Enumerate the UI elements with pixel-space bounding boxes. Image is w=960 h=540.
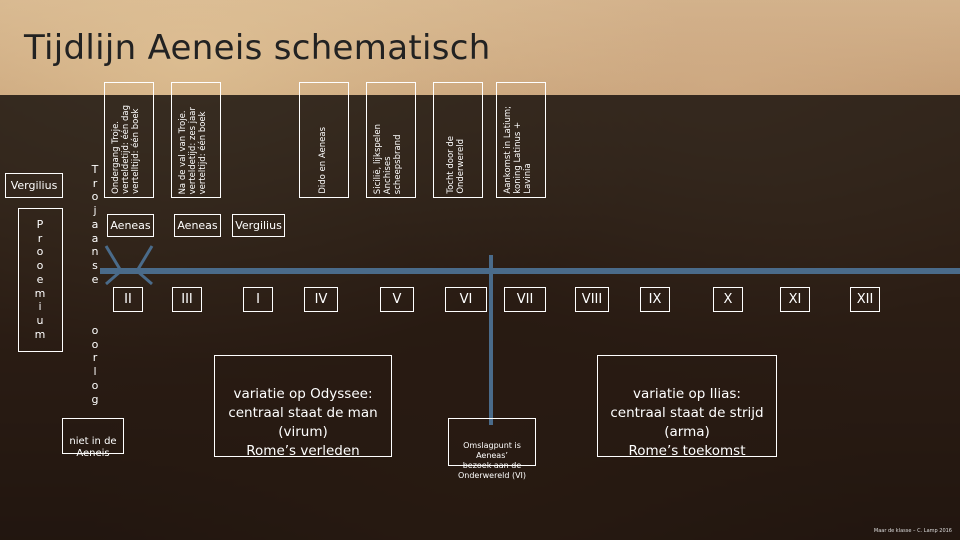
box-na-de-val: Na de val van Troje. verteldetijd: zes j… <box>171 82 221 198</box>
box-na-de-val-text: Na de val van Troje. verteldetijd: zes j… <box>178 107 208 194</box>
trojaanse-letter: j <box>89 204 101 218</box>
book-box: X <box>713 287 743 312</box>
book-box: VII <box>504 287 546 312</box>
oorlog-letter: o <box>89 379 101 393</box>
note-odyssee-text: variatie op Odyssee: centraal staat de m… <box>228 386 377 459</box>
book-box: IX <box>640 287 670 312</box>
box-sicilie-text: Sicilië, lijkspelen Anchises scheepsbran… <box>373 124 403 194</box>
box-dido-text: Dido en Aeneas <box>318 127 328 194</box>
footer-credit: Maar de klasse – C. Lamp 2016 <box>874 528 952 534</box>
book-box: V <box>380 287 414 312</box>
note-ilias: variatie op Ilias: centraal staat de str… <box>597 355 777 457</box>
prooemium-letter: o <box>34 259 46 273</box>
note-omslagpunt-text: Omslagpunt is Aeneas’ bezoek aan de Onde… <box>458 441 526 480</box>
narrator-aeneas-1-label: Aeneas <box>110 219 150 232</box>
vergilius-label: Vergilius <box>11 179 58 192</box>
prooemium-letter: r <box>34 232 46 246</box>
trojaanse-letter: o <box>89 190 101 204</box>
book-box: I <box>243 287 273 312</box>
trojaanse-letter: a <box>89 232 101 246</box>
book-box: XII <box>850 287 880 312</box>
narrator-vergilius: Vergilius <box>232 214 285 237</box>
note-omslagpunt: Omslagpunt is Aeneas’ bezoek aan de Onde… <box>448 418 536 466</box>
book-box: VI <box>445 287 487 312</box>
book-box: IV <box>304 287 338 312</box>
book-box: II <box>113 287 143 312</box>
niet-in-de-aeneis-label: niet in de Aeneis <box>69 436 116 459</box>
trojaanse-letter: a <box>89 218 101 232</box>
trojaanse-letter: n <box>89 245 101 259</box>
box-ondergang-troje: Ondergang Troje. verteldetijd: één dag v… <box>104 82 154 198</box>
note-odyssee: variatie op Odyssee: centraal staat de m… <box>214 355 392 457</box>
trojaanse-letter: s <box>89 259 101 273</box>
box-sicilie: Sicilië, lijkspelen Anchises scheepsbran… <box>366 82 416 198</box>
prooemium-letter: m <box>34 328 46 342</box>
box-latium-text: Aankomst in Latium; koning Latinus + Lav… <box>503 106 533 194</box>
prooemium-letter: m <box>34 287 46 301</box>
prooemium-letter: e <box>34 273 46 287</box>
page-title: Tijdlijn Aeneis schematisch <box>24 28 491 68</box>
prooemium-letter: i <box>34 300 46 314</box>
narrator-aeneas-1: Aeneas <box>107 214 154 237</box>
note-ilias-text: variatie op Ilias: centraal staat de str… <box>610 386 763 459</box>
box-dido: Dido en Aeneas <box>299 82 349 198</box>
book-box: VIII <box>575 287 609 312</box>
trojaanse-letter: e <box>89 273 101 287</box>
box-onderwereld: Tocht door de Onderwereld <box>433 82 483 198</box>
oorlog-letter: l <box>89 365 101 379</box>
prooemium-letter: o <box>34 245 46 259</box>
trojaanse-letter: T <box>89 163 101 177</box>
book-box: XI <box>780 287 810 312</box>
box-ondergang-troje-text: Ondergang Troje. verteldetijd: één dag v… <box>111 105 141 194</box>
box-onderwereld-text: Tocht door de Onderwereld <box>446 136 466 194</box>
narrator-vergilius-label: Vergilius <box>235 219 282 232</box>
narrator-aeneas-2-label: Aeneas <box>177 219 217 232</box>
book-box: III <box>172 287 202 312</box>
oorlog-letter: g <box>89 393 101 407</box>
oorlog-letter: r <box>89 351 101 365</box>
box-latium: Aankomst in Latium; koning Latinus + Lav… <box>496 82 546 198</box>
prooemium-letter: u <box>34 314 46 328</box>
oorlog-letter: o <box>89 324 101 338</box>
prooemium-letter: P <box>34 218 46 232</box>
narrator-aeneas-2: Aeneas <box>174 214 221 237</box>
niet-in-de-aeneis-box: niet in de Aeneis <box>62 418 124 454</box>
trojaanse-letter: r <box>89 177 101 191</box>
vergilius-box: Vergilius <box>5 173 63 198</box>
oorlog-letter: o <box>89 338 101 352</box>
